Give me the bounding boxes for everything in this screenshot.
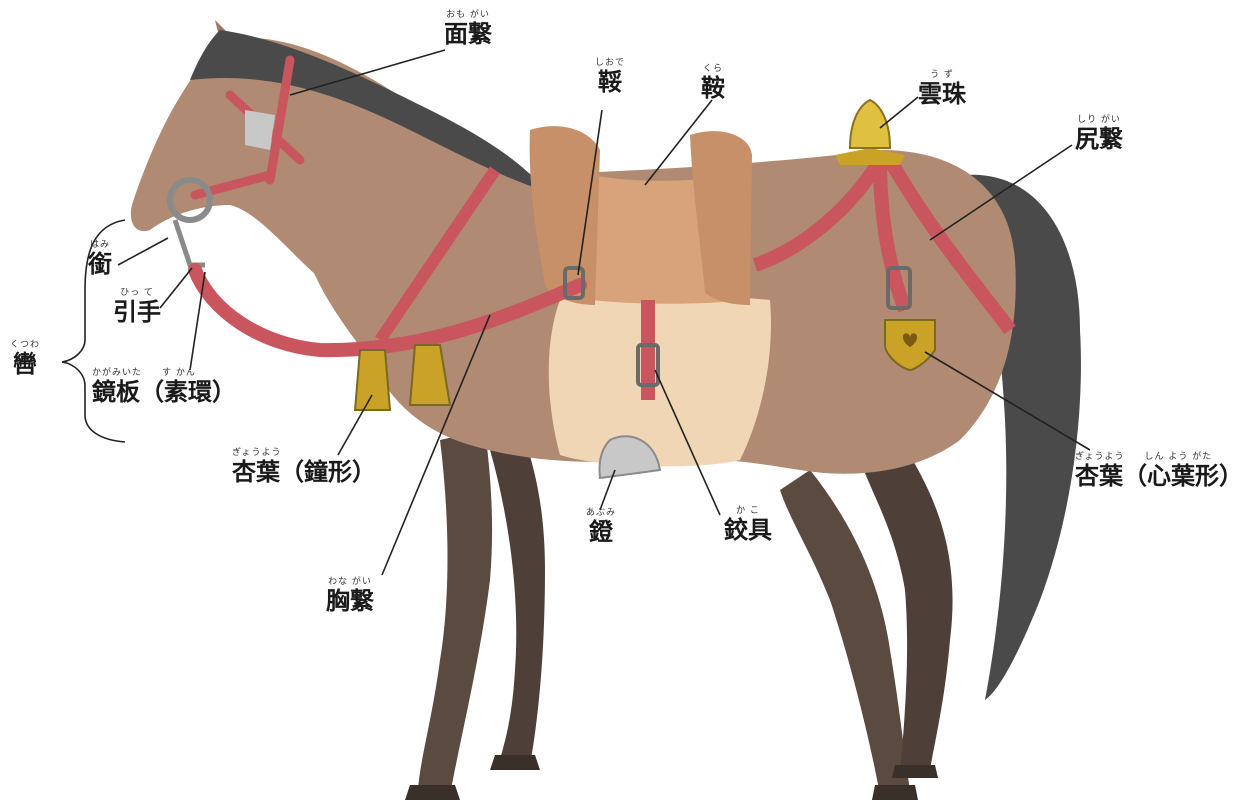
label-text: 杏葉（心葉形）: [1075, 462, 1243, 490]
label-kura: くら 鞍: [701, 64, 725, 102]
label-kagamiita: かがみいた す かん 鏡板（素環）: [92, 368, 236, 406]
label-abumi: あぶみ 鐙: [586, 508, 616, 546]
fore-leg-left: [490, 440, 545, 765]
label-text: 杏葉（鐘形）: [232, 458, 376, 486]
ruby: おも がい: [444, 10, 492, 20]
hoof: [490, 755, 540, 770]
label-text: 面繋: [444, 20, 492, 48]
fore-leg-right: [418, 430, 492, 795]
label-text: 鞖: [595, 68, 625, 96]
ruby: かがみいた す かん: [92, 368, 236, 378]
ruby: ぎょうよう しん よう がた: [1075, 452, 1243, 462]
bell-pendant-1: [355, 350, 390, 410]
label-gyoyo-bell: ぎょうよう 杏葉（鐘形）: [232, 448, 376, 486]
ruby: あぶみ: [586, 508, 616, 518]
ruby: くら: [701, 64, 725, 74]
bit-chain: [175, 220, 205, 265]
label-kutsuwa: くつわ 轡: [10, 340, 40, 378]
hoof: [872, 785, 918, 800]
label-hami: はみ 銜: [88, 240, 112, 278]
label-shiode: しおで 鞖: [595, 58, 625, 96]
label-text: 鐙: [586, 518, 616, 546]
hoof: [405, 785, 460, 800]
label-text: 雲珠: [918, 80, 966, 108]
ruby: ひっ て: [113, 288, 161, 298]
label-text: 尻繋: [1075, 125, 1123, 153]
label-text: 鏡板（素環）: [92, 378, 236, 406]
label-gyoyo-heart: ぎょうよう しん よう がた 杏葉（心葉形）: [1075, 452, 1243, 490]
ruby: しり がい: [1075, 115, 1123, 125]
label-text: 鉸具: [724, 516, 772, 544]
bridle-cross-plate: [245, 110, 275, 150]
label-text: 鞍: [701, 74, 725, 102]
label-text: 引手: [113, 298, 161, 326]
ruby: ぎょうよう: [232, 448, 376, 458]
ruby: しおで: [595, 58, 625, 68]
label-uzu: う ず 雲珠: [918, 70, 966, 108]
hoof: [892, 765, 938, 778]
ruby: くつわ: [10, 340, 40, 350]
label-shirigai: しり がい 尻繋: [1075, 115, 1123, 153]
label-text: 胸繋: [326, 587, 374, 615]
label-kako: か こ 鉸具: [724, 506, 772, 544]
ruby: う ず: [918, 70, 966, 80]
label-text: 銜: [88, 250, 112, 278]
label-munagai: わな がい 胸繋: [326, 577, 374, 615]
label-omogai: おも がい 面繋: [444, 10, 492, 48]
label-text: 轡: [10, 350, 40, 378]
ruby: か こ: [724, 506, 772, 516]
ruby: わな がい: [326, 577, 374, 587]
label-hikite: ひっ て 引手: [113, 288, 161, 326]
ruby: はみ: [88, 240, 112, 250]
